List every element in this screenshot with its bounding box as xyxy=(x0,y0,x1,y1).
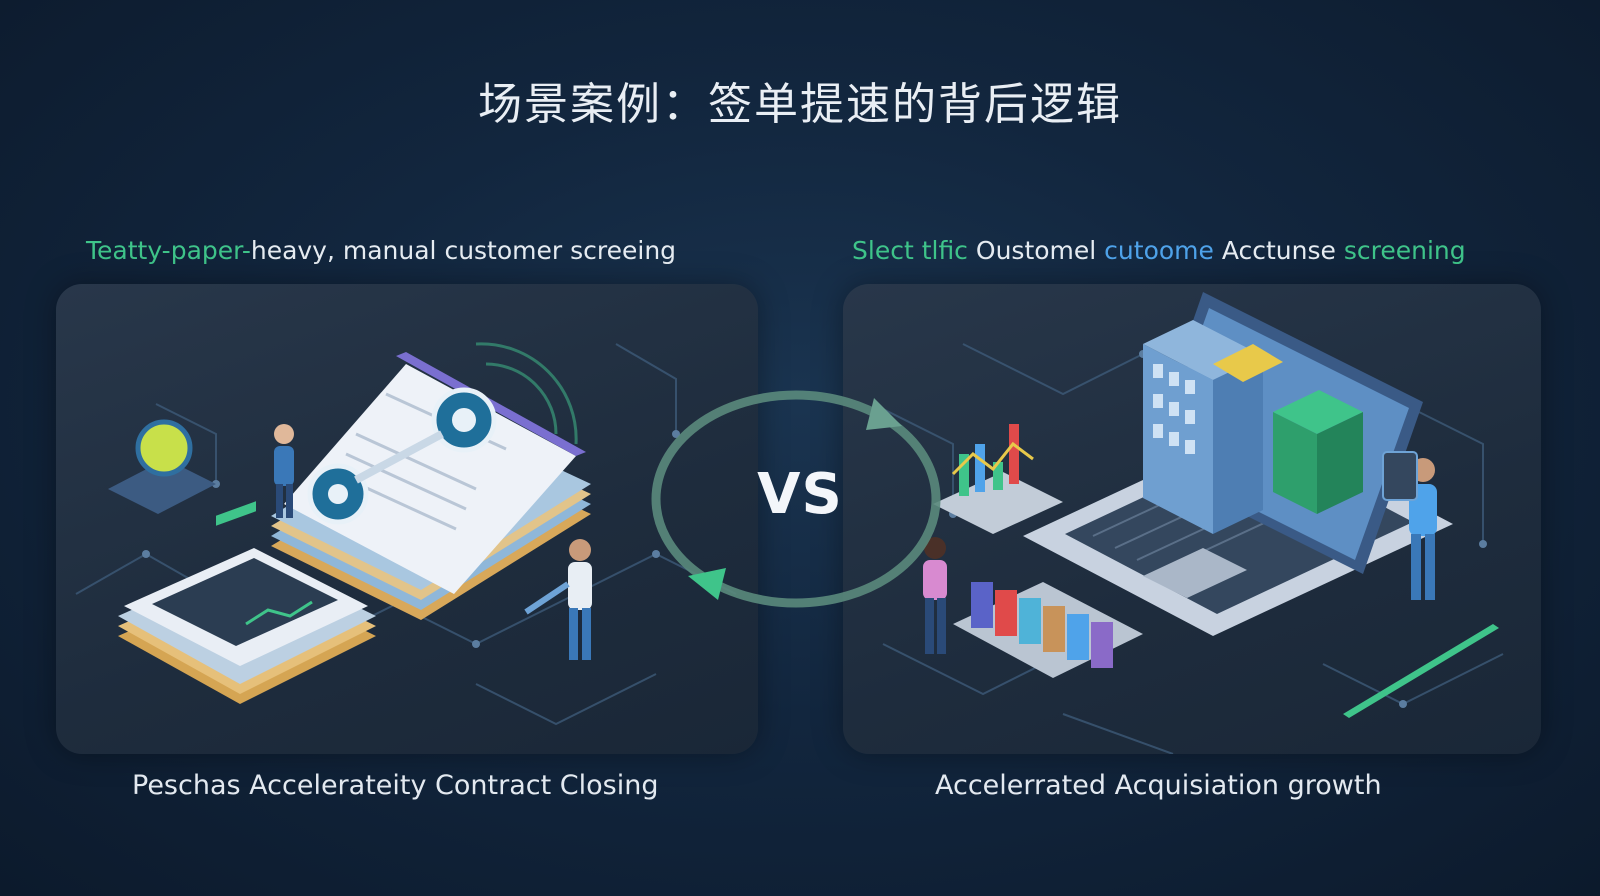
badge-icon xyxy=(108,419,216,514)
person-figure-icon xyxy=(274,424,294,518)
paper-workflow-illustration xyxy=(75,342,737,726)
right-subheading-part-1: Slect tlfic xyxy=(852,236,968,265)
left-caption: Peschas Accelerateity Contract Closing xyxy=(132,770,659,801)
person-figure-icon xyxy=(923,537,947,654)
right-subheading-part-2: Oustomel xyxy=(975,236,1097,265)
left-subheading-accent: Teatty-paper- xyxy=(86,236,251,265)
arrow-head-bottom-left xyxy=(688,568,726,600)
page-title: 场景案例：签单提速的背后逻辑 xyxy=(478,79,1122,130)
gear-icon xyxy=(307,387,497,525)
document-stack-icon xyxy=(271,352,591,620)
right-subheading: Slect tlfic Oustomel cutoome Acctunse sc… xyxy=(852,236,1466,265)
left-subheading: Teatty-paper-heavy, manual customer scre… xyxy=(86,236,676,265)
worker-figure-icon xyxy=(1382,451,1437,600)
tablet-stack-icon xyxy=(118,501,376,704)
right-caption: Accelerrated Acquisiation growth xyxy=(935,770,1382,801)
worker-figure-icon xyxy=(524,539,592,660)
server-building-icon xyxy=(1143,320,1363,534)
cycle-arrows-icon xyxy=(651,390,941,608)
signal-arc-icon xyxy=(475,342,578,445)
book-stack-icon xyxy=(953,582,1143,678)
right-subheading-part-4: Acctunse xyxy=(1221,236,1336,265)
vs-label: VS xyxy=(757,462,843,527)
right-subheading-part-5: screening xyxy=(1343,236,1466,265)
right-subheading-part-3: cutoome xyxy=(1104,236,1214,265)
left-subheading-rest: heavy, manual customer screeing xyxy=(250,236,677,265)
digital-workflow-illustration xyxy=(872,292,1504,754)
left-illustration-panel xyxy=(56,284,758,754)
right-illustration-panel xyxy=(843,284,1541,754)
arrow-head-top-right xyxy=(866,398,902,430)
bar-chart-icon xyxy=(933,424,1063,534)
progress-strip-icon xyxy=(1343,624,1499,718)
